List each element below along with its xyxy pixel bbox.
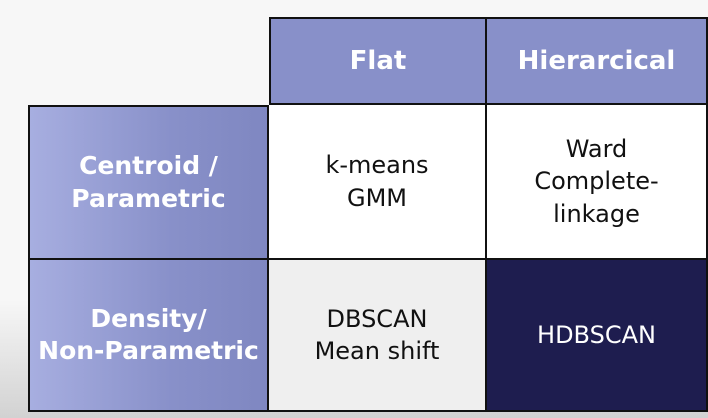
col-header-hierarchical: Hierarcical (487, 17, 708, 105)
corner-cell (28, 17, 269, 105)
row-header-centroid-line-1: Centroid / (79, 151, 218, 180)
row-header-centroid: Centroid / Parametric (28, 105, 269, 260)
row-header-centroid-line-2: Parametric (71, 183, 226, 213)
cell-centroid-flat-line-2: GMM (346, 183, 407, 212)
cell-centroid-flat-line-1: k-means (325, 151, 429, 180)
col-header-flat: Flat (269, 17, 487, 105)
cell-density-hierarchical-line-1: HDBSCAN (537, 321, 656, 349)
col-header-hierarchical-label: Hierarcical (517, 46, 676, 76)
cell-density-flat-line-2: Mean shift (314, 337, 440, 365)
row-header-density-line-1: Density/ (90, 303, 207, 333)
cell-centroid-flat: k-means GMM (269, 105, 487, 260)
row-header-density-line-2: Non-Parametric (38, 336, 259, 365)
row-header-density: Density/ Non-Parametric (28, 260, 269, 412)
cell-centroid-hierarchical-line-1: Ward (565, 134, 628, 163)
cell-centroid-hierarchical: Ward Complete- linkage (487, 105, 708, 260)
cell-density-flat-line-1: DBSCAN (326, 304, 428, 333)
cell-density-hierarchical: HDBSCAN (487, 260, 708, 412)
clustering-table: Flat Hierarcical Centroid / Parametric k… (28, 17, 708, 412)
cell-centroid-hierarchical-line-3: linkage (553, 199, 640, 228)
cell-centroid-hierarchical-line-2: Complete- (534, 167, 659, 196)
col-header-flat-label: Flat (349, 46, 407, 76)
cell-density-flat: DBSCAN Mean shift (269, 260, 487, 412)
